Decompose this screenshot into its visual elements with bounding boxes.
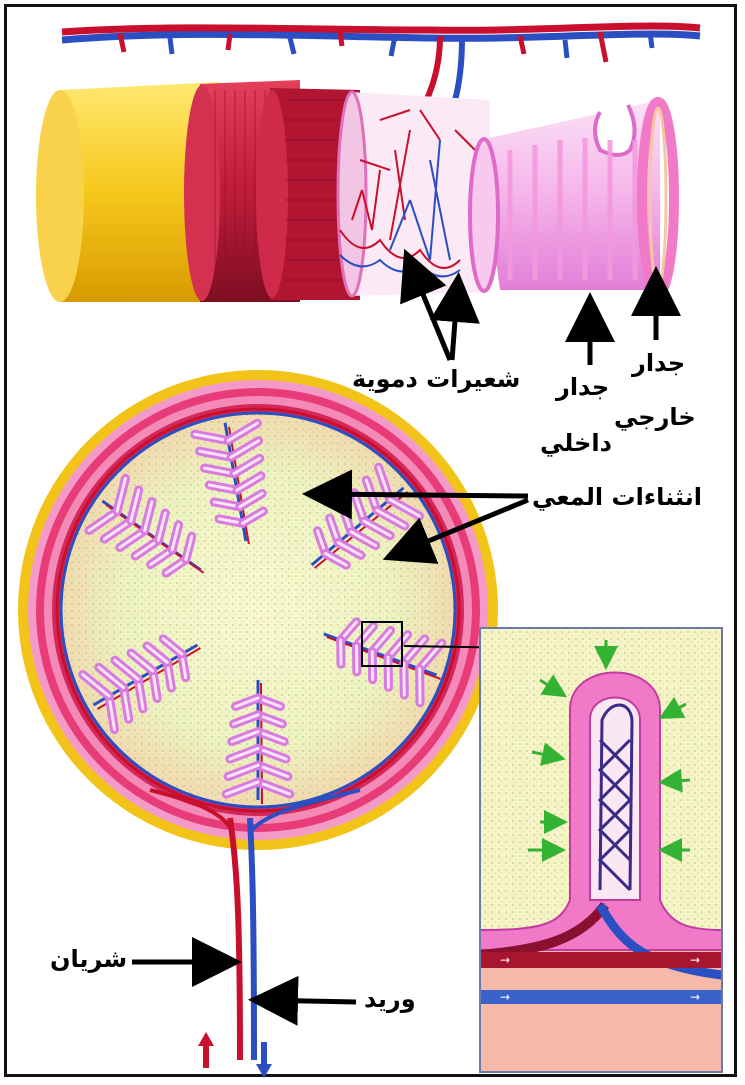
outer-wall-label-line1: جدار (632, 350, 685, 378)
vein-label: وريد (364, 986, 416, 1014)
svg-text:→: → (690, 990, 700, 1004)
vessel-label-arrows (132, 962, 356, 1002)
outer-wall-label-line2: خارجي (614, 404, 696, 432)
svg-text:→: → (500, 953, 510, 967)
top-artery (62, 26, 700, 32)
top-vein (62, 34, 700, 40)
vein-vessel (250, 818, 254, 1060)
svg-text:→: → (500, 990, 510, 1004)
artery-vessel (230, 818, 240, 1060)
intestine-cross-section (18, 370, 498, 850)
inner-wall-label-line1: جدار (556, 374, 609, 402)
artery-label: شريان (50, 946, 127, 974)
capillaries-label: شعيرات دموية (352, 366, 520, 394)
intestine-segment-cutaway (36, 26, 700, 302)
villi-label: انثناءات المعي (532, 484, 702, 512)
svg-text:→: → (690, 953, 700, 967)
inner-wall-label-line2: داخلي (540, 430, 612, 458)
villus-detail-inset: → → → → (480, 628, 722, 1072)
